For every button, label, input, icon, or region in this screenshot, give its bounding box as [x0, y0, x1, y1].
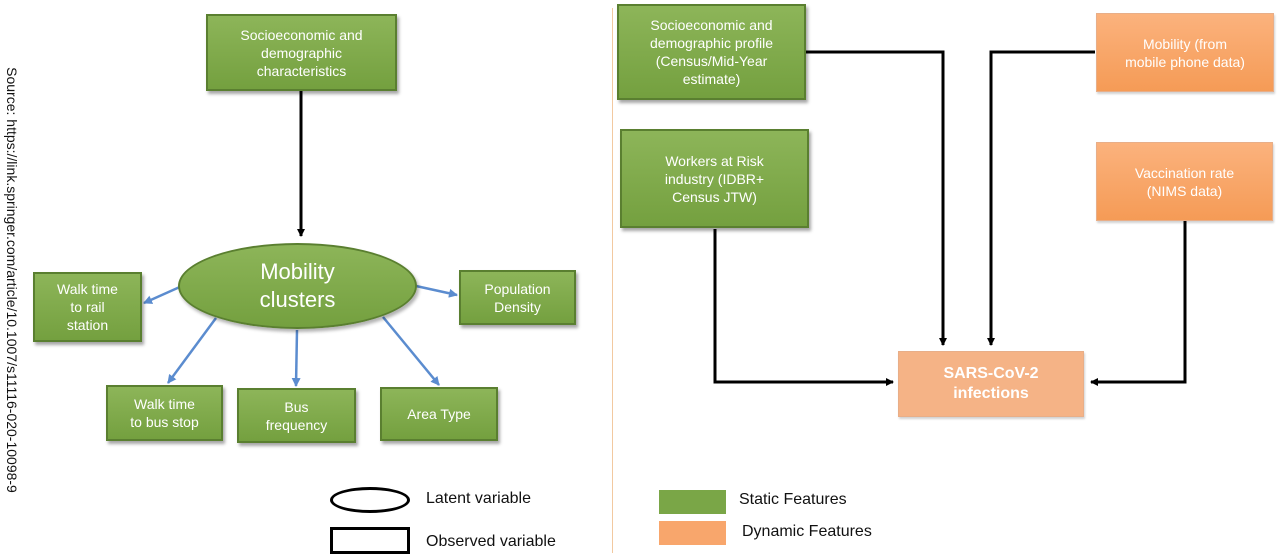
- link-bus-frequency: [291, 329, 301, 387]
- population-density-box: Population Density: [459, 270, 576, 325]
- walk-bus-box: Walk time to bus stop: [106, 385, 223, 441]
- legend-dynamic-label: Dynamic Features: [742, 523, 872, 540]
- walk-rail-box: Walk time to rail station: [33, 272, 142, 342]
- mobility-phone-box: Mobility (from mobile phone data): [1096, 13, 1274, 92]
- socio-profile-box: Socioeconomic and demographic profile (C…: [617, 4, 806, 100]
- legend-static-label: Static Features: [739, 491, 847, 508]
- sars-cov-2-infections-box: SARS-CoV-2 infections: [898, 351, 1084, 417]
- legend-static-swatch: [659, 490, 726, 514]
- panel-divider: [612, 8, 613, 553]
- arrow-vaccination-to-target: [1090, 221, 1187, 386]
- bus-frequency-box: Bus frequency: [237, 388, 356, 443]
- link-population-density: [415, 284, 458, 298]
- link-walk-rail: [143, 284, 183, 305]
- legend-rect-symbol: [330, 527, 410, 554]
- area-type-box: Area Type: [380, 387, 498, 441]
- arrow-socio-profile-to-target: [805, 50, 947, 346]
- mobility-clusters-ellipse: Mobility clusters: [178, 243, 417, 329]
- legend-dynamic-swatch: [659, 521, 726, 545]
- legend-observed-label: Observed variable: [426, 533, 556, 550]
- link-walk-bus: [166, 317, 218, 384]
- workers-at-risk-box: Workers at Risk industry (IDBR+ Census J…: [620, 129, 809, 228]
- link-area-type: [382, 316, 440, 386]
- source-citation: Source: https://link.springer.com/articl…: [4, 66, 21, 493]
- vaccination-rate-box: Vaccination rate (NIMS data): [1096, 142, 1273, 221]
- arrow-workers-to-target: [713, 229, 894, 386]
- legend-latent-label: Latent variable: [426, 490, 531, 507]
- arrow-mobility-to-target: [987, 50, 1095, 346]
- socio-characteristics-box: Socioeconomic and demographic characteri…: [206, 14, 397, 91]
- legend-ellipse-symbol: [330, 487, 410, 513]
